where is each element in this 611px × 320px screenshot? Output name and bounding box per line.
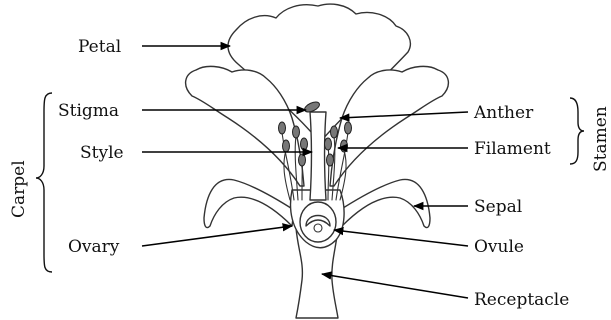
ovary-label: Ovary [68, 237, 120, 257]
anther-shape [299, 154, 306, 166]
carpel-label: Carpel [9, 160, 29, 218]
flower-illustration [186, 4, 449, 318]
receptacle-arrow [322, 274, 468, 298]
ovary-arrow [142, 226, 292, 246]
stamen-brace [570, 98, 584, 164]
anther-shape [327, 154, 334, 166]
anther-shape [325, 138, 332, 150]
style [310, 112, 326, 200]
ovary-chamber [300, 202, 336, 242]
anther-label: Anther [473, 103, 534, 123]
anther-shape [293, 126, 300, 138]
sepal-label: Sepal [474, 197, 522, 217]
anther-shape [341, 140, 348, 152]
ovule-arrow [334, 230, 468, 246]
stigma-label: Stigma [58, 101, 119, 121]
style-label: Style [80, 143, 124, 163]
left-sepal [204, 179, 294, 227]
receptacle-label: Receptacle [474, 290, 569, 310]
anther-shape [345, 122, 352, 134]
anther-shape [301, 138, 308, 150]
anther-shape [279, 122, 286, 134]
filament-label: Filament [474, 139, 551, 159]
anther-shape [331, 126, 338, 138]
right-sepal [340, 179, 430, 227]
ovule-label: Ovule [474, 237, 524, 257]
anther-shape [283, 140, 290, 152]
petal-label: Petal [78, 37, 121, 57]
carpel-brace [36, 93, 52, 272]
stamen-label: Stamen [591, 106, 611, 172]
